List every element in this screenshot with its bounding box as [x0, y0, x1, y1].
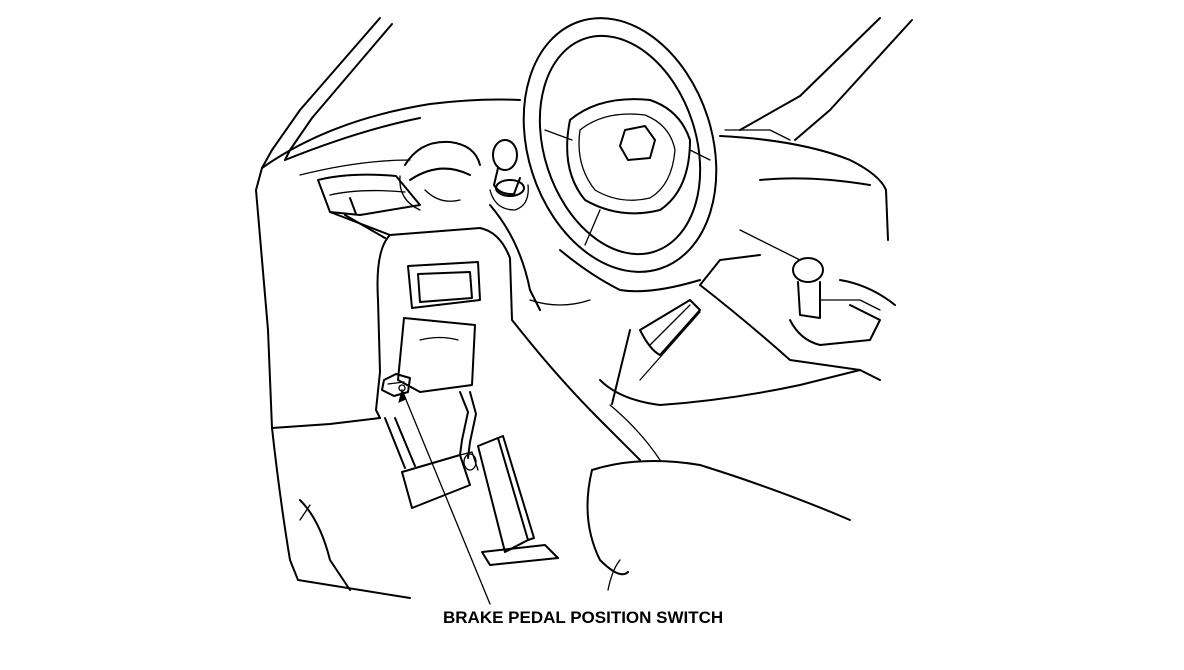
center-console	[599, 254, 881, 406]
brake-pedal	[401, 451, 479, 509]
shift-lever	[789, 257, 896, 346]
left-air-vent	[317, 173, 421, 216]
gauge-cluster	[399, 140, 481, 211]
accelerator-pedal	[477, 435, 559, 566]
brake-pedal-position-switch-label: BRAKE PEDAL POSITION SWITCH	[443, 608, 724, 627]
combination-switch-stalk	[489, 139, 529, 211]
callout-leader-line	[398, 388, 491, 605]
left-a-pillar	[261, 17, 393, 169]
pedal-arms	[384, 391, 477, 469]
right-a-pillar	[724, 17, 913, 141]
dashboard-top	[255, 98, 889, 429]
steering-wheel	[522, 17, 718, 273]
steering-column	[489, 204, 701, 311]
door-sill	[271, 427, 411, 599]
lower-dash-panel	[329, 211, 521, 419]
floor	[519, 329, 851, 591]
